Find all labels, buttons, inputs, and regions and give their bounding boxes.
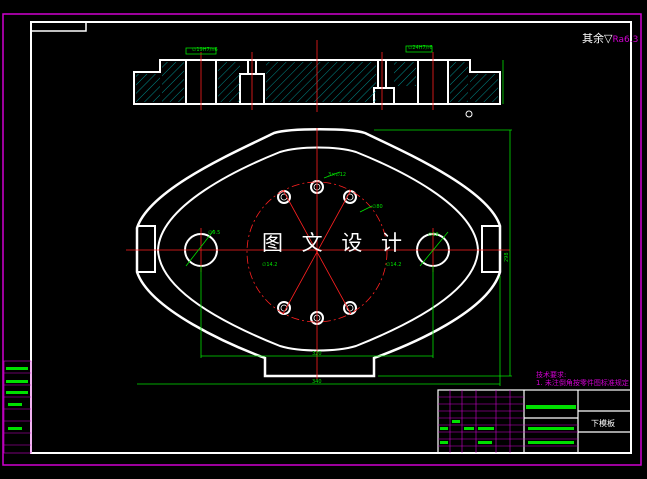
section-centerlines [200, 40, 434, 112]
title-block-fills [440, 405, 576, 444]
title-block-grid [438, 390, 578, 453]
dim-pcd: ∅80 [372, 204, 383, 210]
pitch-circle [246, 181, 388, 323]
plan-centerlines [126, 128, 510, 380]
tech-notes-title: 技术要求: [536, 371, 567, 379]
plan-outline [135, 128, 502, 378]
dim-top-left-tol: ∅19H7/n6 [192, 47, 218, 53]
roughness-note: 其余▽Ra6.3 [582, 30, 638, 46]
dim-top-right-tol: ∅24H7/r6 [408, 45, 433, 51]
datum-symbol [465, 110, 473, 118]
roughness-prefix: 其余 [582, 32, 604, 45]
dim-height-side: 298 [504, 252, 510, 262]
tol-box-left [185, 47, 217, 55]
dim-width-outer: 340 [312, 379, 322, 385]
section-hatching [136, 62, 498, 102]
roughness-symbol-icon: ▽ [604, 32, 613, 45]
dim-hole-left: ∅9.5 [208, 230, 221, 236]
code-box [31, 22, 87, 32]
side-slots [137, 225, 500, 273]
sheet-frame [2, 13, 642, 466]
dim-width-inner: 320 [312, 351, 322, 357]
revision-fills [6, 367, 28, 430]
revision-strip [3, 360, 32, 454]
tech-notes-line1: 1. 未注倒角按零件图标准规定 [536, 379, 629, 387]
dim-pitch-right: ∅14.2 [386, 262, 402, 268]
dim-small-right: ∅19 [428, 232, 439, 238]
part-name: 下模板 [591, 419, 615, 428]
dim-pitch-left: ∅14.2 [262, 262, 278, 268]
watermark-text: 图 文 设 计 [262, 231, 409, 255]
drawing-border [30, 21, 632, 454]
dim-hole-top: 3×∅12 [328, 172, 347, 178]
title-block [437, 389, 632, 454]
roughness-value: Ra6.3 [612, 35, 639, 45]
tol-box-right [405, 45, 433, 53]
dimension-lines [137, 129, 512, 386]
